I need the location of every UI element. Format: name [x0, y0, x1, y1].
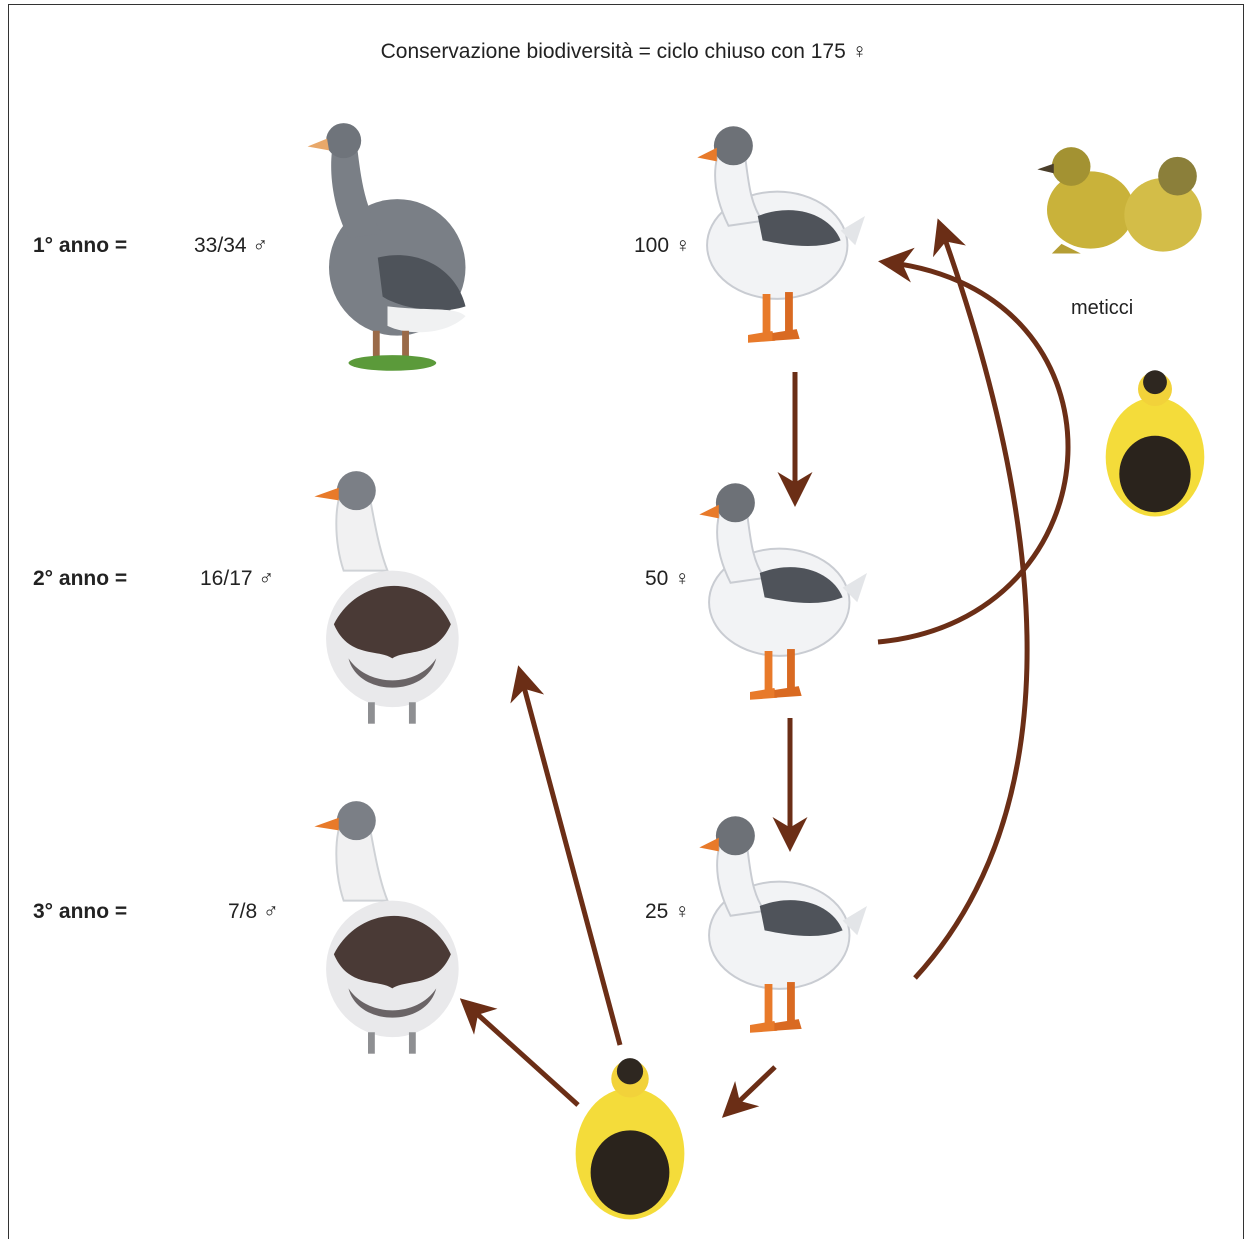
- hybrid-gosling-illustration: [1106, 370, 1205, 516]
- white-goose-illustration-2: [699, 483, 867, 699]
- gander-illustration-2: [314, 471, 458, 724]
- arrow-goslings-to-gander3: [465, 1003, 578, 1105]
- arrow-year3-to-goslings: [727, 1067, 775, 1113]
- gander-illustration-3: [314, 801, 458, 1054]
- arrow-year3-back-to-year1: [915, 225, 1027, 978]
- hybrid-goslings-illustration: [1037, 147, 1201, 253]
- grey-gander-illustration: [308, 123, 466, 371]
- gosling-illustration-bottom: [576, 1058, 685, 1219]
- white-goose-illustration-1: [697, 126, 865, 342]
- arrow-goslings-to-gander2: [520, 672, 620, 1045]
- white-goose-illustration-3: [699, 816, 867, 1032]
